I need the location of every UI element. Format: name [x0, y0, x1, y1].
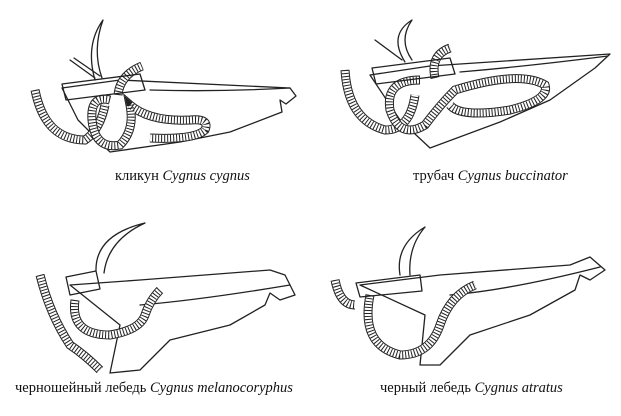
common-name: кликун	[115, 168, 159, 184]
sternum-trachea-illustration	[330, 226, 606, 366]
sternum-trachea-illustration	[30, 19, 297, 153]
common-name: черный лебедь	[380, 380, 471, 396]
latin-name: Cygnus cygnus	[162, 168, 250, 184]
sternum-trachea-illustration	[340, 19, 611, 149]
sternum-drawing-cygnus-melanocoryphus	[0, 205, 310, 375]
sternum-drawing-cygnus-cygnus	[0, 0, 310, 170]
caption-cygnus-atratus: черный лебедь Cygnus atratus	[380, 380, 563, 397]
sternum-trachea-illustration	[35, 222, 296, 374]
sternum-drawing-cygnus-atratus	[310, 205, 621, 375]
latin-name: Cygnus buccinator	[457, 168, 568, 184]
latin-name: Cygnus melanocoryphus	[149, 380, 293, 396]
common-name: трубач	[413, 168, 455, 184]
latin-name: Cygnus atratus	[474, 380, 563, 396]
common-name: черношейный лебедь	[15, 380, 147, 396]
caption-cygnus-buccinator: трубач Cygnus buccinator	[413, 168, 568, 185]
caption-cygnus-melanocoryphus: черношейный лебедь Cygnus melanocoryphus	[15, 380, 293, 397]
caption-cygnus-cygnus: кликун Cygnus cygnus	[115, 168, 250, 185]
sternum-drawing-cygnus-buccinator	[310, 0, 621, 170]
